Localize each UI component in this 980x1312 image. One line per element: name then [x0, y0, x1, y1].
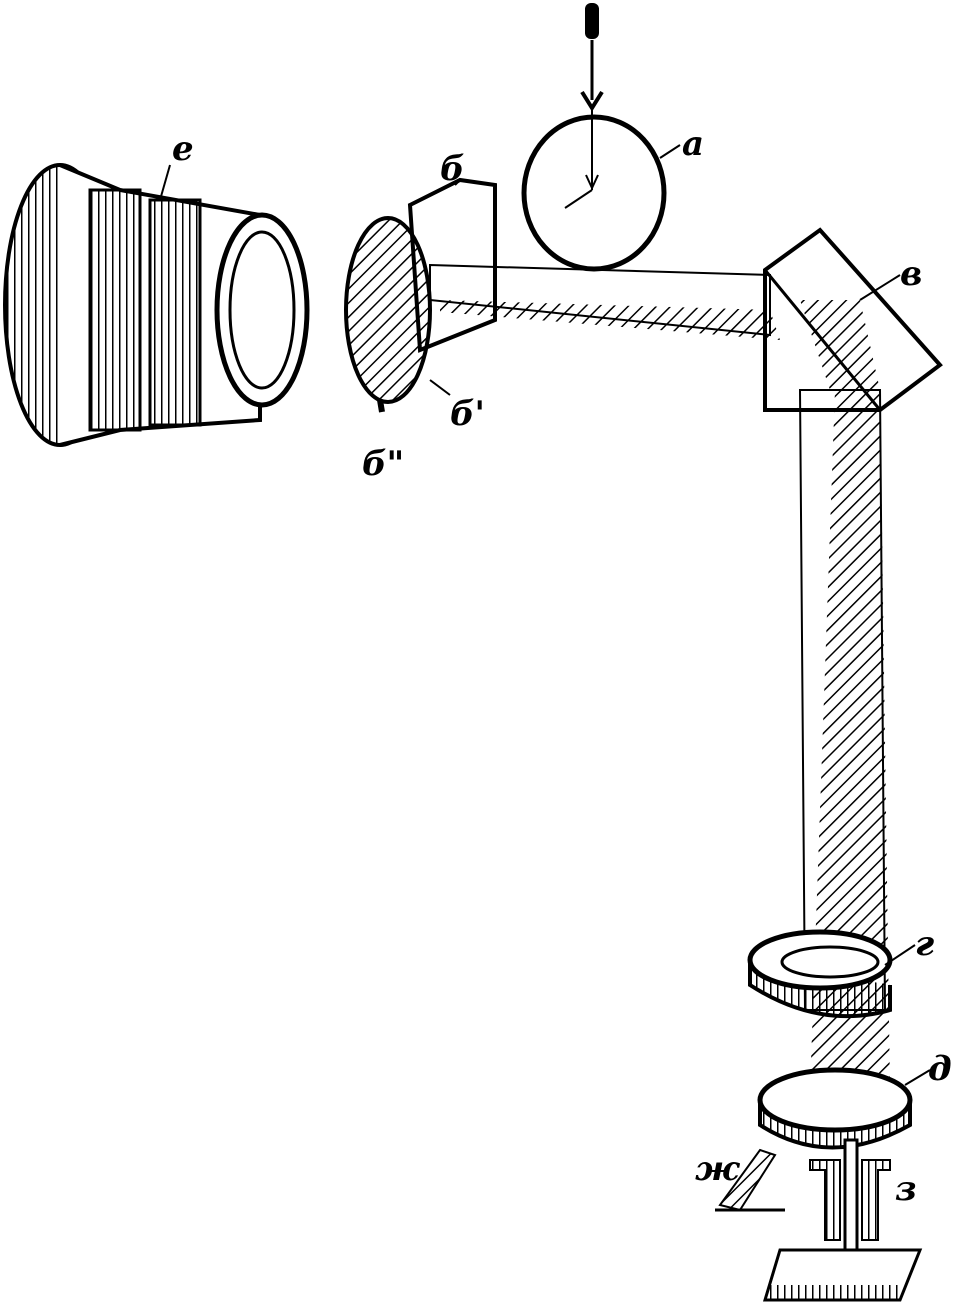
prism-v [763, 227, 943, 412]
objective-lens [3, 163, 310, 447]
light-beam [429, 263, 890, 1090]
lens-d [757, 1067, 913, 1150]
light-source-icon [580, 3, 604, 112]
lens-g [747, 929, 893, 1019]
label-a: а [682, 124, 704, 164]
label-d: д [928, 1049, 952, 1089]
mirror-a [521, 110, 667, 272]
label-v: в [900, 254, 922, 294]
label-g: г [915, 924, 934, 964]
label-b: б [440, 149, 465, 189]
label-z: з [895, 1169, 917, 1209]
label-b-double-prime: б" [362, 444, 404, 484]
lens-b-prime [344, 216, 432, 413]
stand-z [762, 1138, 923, 1302]
leader-lines [159, 144, 931, 1086]
support-zh [715, 1148, 785, 1212]
label-b-prime: б' [450, 394, 485, 434]
label-e: е [172, 129, 194, 169]
label-zh: ж [695, 1149, 741, 1189]
